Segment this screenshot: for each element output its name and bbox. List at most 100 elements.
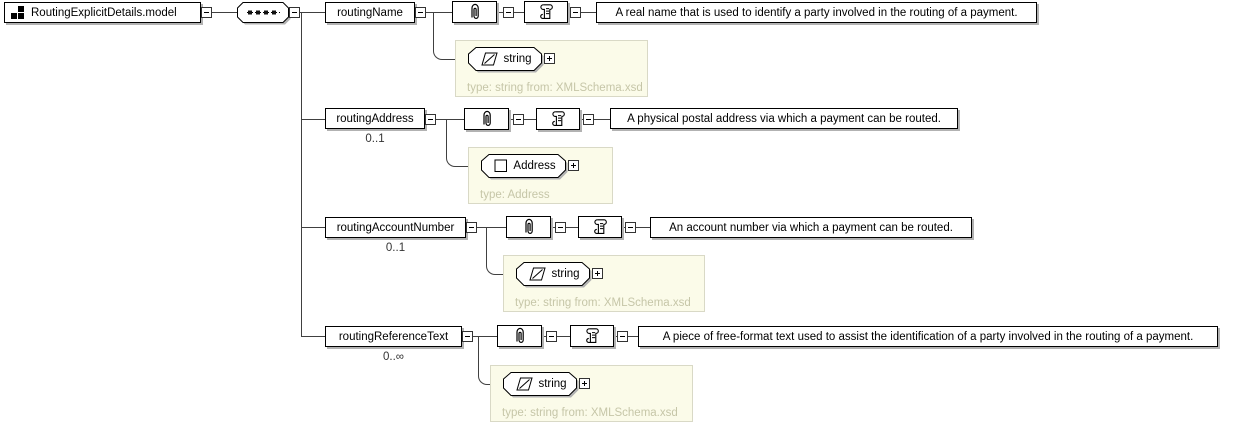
simple-type-icon bbox=[529, 267, 547, 281]
element-label: routingName bbox=[337, 6, 403, 19]
type-panel: string type: string from: XMLSchema.xsd bbox=[503, 255, 705, 312]
connector-line bbox=[514, 12, 524, 13]
documentation-node[interactable] bbox=[570, 325, 614, 347]
type-panel: string type: string from: XMLSchema.xsd bbox=[490, 365, 693, 422]
collapse-button[interactable] bbox=[425, 114, 436, 125]
connector-line bbox=[497, 12, 503, 13]
model-icon bbox=[11, 6, 24, 19]
type-label: Address bbox=[513, 160, 556, 172]
expand-button[interactable] bbox=[544, 53, 555, 64]
type-label: string bbox=[503, 53, 532, 65]
connector-line bbox=[524, 119, 536, 120]
sequence-compositor[interactable] bbox=[237, 2, 292, 31]
connector-line bbox=[581, 12, 596, 13]
type-caption: type: string from: XMLSchema.xsd bbox=[502, 407, 678, 419]
annotation-text-box[interactable]: A real name that is used to identify a p… bbox=[596, 2, 1037, 23]
annotation-text-box[interactable]: A piece of free-format text used to assi… bbox=[638, 326, 1218, 347]
collapse-button[interactable] bbox=[415, 7, 426, 18]
connector-line bbox=[566, 227, 578, 228]
collapse-button[interactable] bbox=[555, 222, 566, 233]
collapse-button[interactable] bbox=[570, 7, 581, 18]
complex-type-icon bbox=[494, 159, 508, 172]
element-label: routingReferenceText bbox=[338, 330, 449, 343]
paperclip-icon bbox=[515, 327, 524, 343]
documentation-node[interactable] bbox=[536, 108, 580, 130]
collapse-button[interactable] bbox=[583, 114, 594, 125]
element-node-routingReferenceText[interactable]: routingReferenceText bbox=[325, 326, 462, 347]
annotation-text: An account number via which a payment ca… bbox=[669, 221, 953, 234]
connector-drop bbox=[433, 12, 456, 60]
simple-type-icon bbox=[516, 377, 534, 391]
occurrence-label: 0..1 bbox=[365, 133, 385, 145]
collapse-button[interactable] bbox=[546, 331, 557, 342]
scroll-icon bbox=[540, 4, 553, 19]
connector-line bbox=[614, 336, 617, 337]
type-caption: type: string from: XMLSchema.xsd bbox=[467, 82, 643, 94]
annotation-node[interactable] bbox=[497, 325, 542, 347]
annotation-text: A piece of free-format text used to assi… bbox=[662, 330, 1194, 343]
type-pill-string[interactable]: string bbox=[516, 262, 593, 288]
collapse-button[interactable] bbox=[503, 7, 514, 18]
connector-line bbox=[594, 119, 610, 120]
connector-line bbox=[557, 336, 570, 337]
paperclip-icon bbox=[470, 3, 479, 19]
connector-line bbox=[636, 227, 650, 228]
expand-button[interactable] bbox=[579, 378, 590, 389]
element-node-routingName[interactable]: routingName bbox=[325, 2, 415, 23]
connector-line bbox=[212, 12, 237, 13]
type-panel: Address type: Address bbox=[468, 147, 613, 204]
collapse-button[interactable] bbox=[625, 222, 636, 233]
connector-line bbox=[542, 336, 546, 337]
element-node-routingAccountNumber[interactable]: routingAccountNumber bbox=[325, 217, 466, 238]
collapse-button[interactable] bbox=[617, 331, 628, 342]
annotation-text-box[interactable]: An account number via which a payment ca… bbox=[650, 217, 972, 238]
type-pill-Address[interactable]: Address bbox=[481, 154, 569, 180]
connector-line bbox=[509, 119, 513, 120]
connector-line bbox=[551, 227, 555, 228]
simple-type-icon bbox=[481, 52, 499, 66]
sequence-trunk-line bbox=[301, 12, 302, 336]
documentation-node[interactable] bbox=[524, 1, 568, 23]
collapse-button[interactable] bbox=[289, 7, 300, 18]
element-label: routingAccountNumber bbox=[336, 221, 455, 234]
connector-line bbox=[301, 336, 325, 337]
connector-line bbox=[301, 227, 325, 228]
occurrence-label: 0..∞ bbox=[383, 351, 404, 363]
annotation-text: A real name that is used to identify a p… bbox=[615, 6, 1018, 19]
collapse-button[interactable] bbox=[466, 222, 477, 233]
connector-line bbox=[580, 119, 583, 120]
annotation-text-box[interactable]: A physical postal address via which a pa… bbox=[610, 108, 958, 129]
expand-button[interactable] bbox=[568, 160, 579, 171]
paperclip-icon bbox=[482, 110, 491, 126]
annotation-node[interactable] bbox=[506, 216, 551, 238]
element-label: routingAddress bbox=[336, 112, 414, 125]
connector-drop bbox=[446, 119, 469, 167]
collapse-button[interactable] bbox=[462, 331, 473, 342]
documentation-node[interactable] bbox=[578, 216, 622, 238]
sequence-icon bbox=[237, 2, 291, 25]
type-caption: type: string from: XMLSchema.xsd bbox=[515, 297, 691, 309]
type-caption: type: Address bbox=[480, 189, 550, 201]
annotation-text: A physical postal address via which a pa… bbox=[627, 112, 941, 125]
type-pill-string[interactable]: string bbox=[468, 47, 545, 73]
type-label: string bbox=[538, 378, 567, 390]
type-label: string bbox=[551, 268, 580, 280]
connector-line bbox=[622, 227, 625, 228]
scroll-icon bbox=[594, 219, 607, 234]
annotation-node[interactable] bbox=[452, 1, 497, 23]
connector-drop bbox=[478, 336, 491, 385]
root-model-node[interactable]: RoutingExplicitDetails.model bbox=[4, 2, 201, 23]
type-panel: string type: string from: XMLSchema.xsd bbox=[455, 40, 648, 97]
type-pill-string[interactable]: string bbox=[503, 372, 580, 398]
collapse-button[interactable] bbox=[513, 114, 524, 125]
scroll-icon bbox=[552, 111, 565, 126]
collapse-button[interactable] bbox=[201, 7, 212, 18]
expand-button[interactable] bbox=[592, 268, 603, 279]
annotation-node[interactable] bbox=[464, 108, 509, 130]
connector-line bbox=[301, 119, 325, 120]
connector-line bbox=[568, 12, 570, 13]
element-node-routingAddress[interactable]: routingAddress bbox=[325, 108, 425, 129]
occurrence-label: 0..1 bbox=[385, 242, 406, 254]
root-model-label: RoutingExplicitDetails.model bbox=[31, 6, 177, 19]
